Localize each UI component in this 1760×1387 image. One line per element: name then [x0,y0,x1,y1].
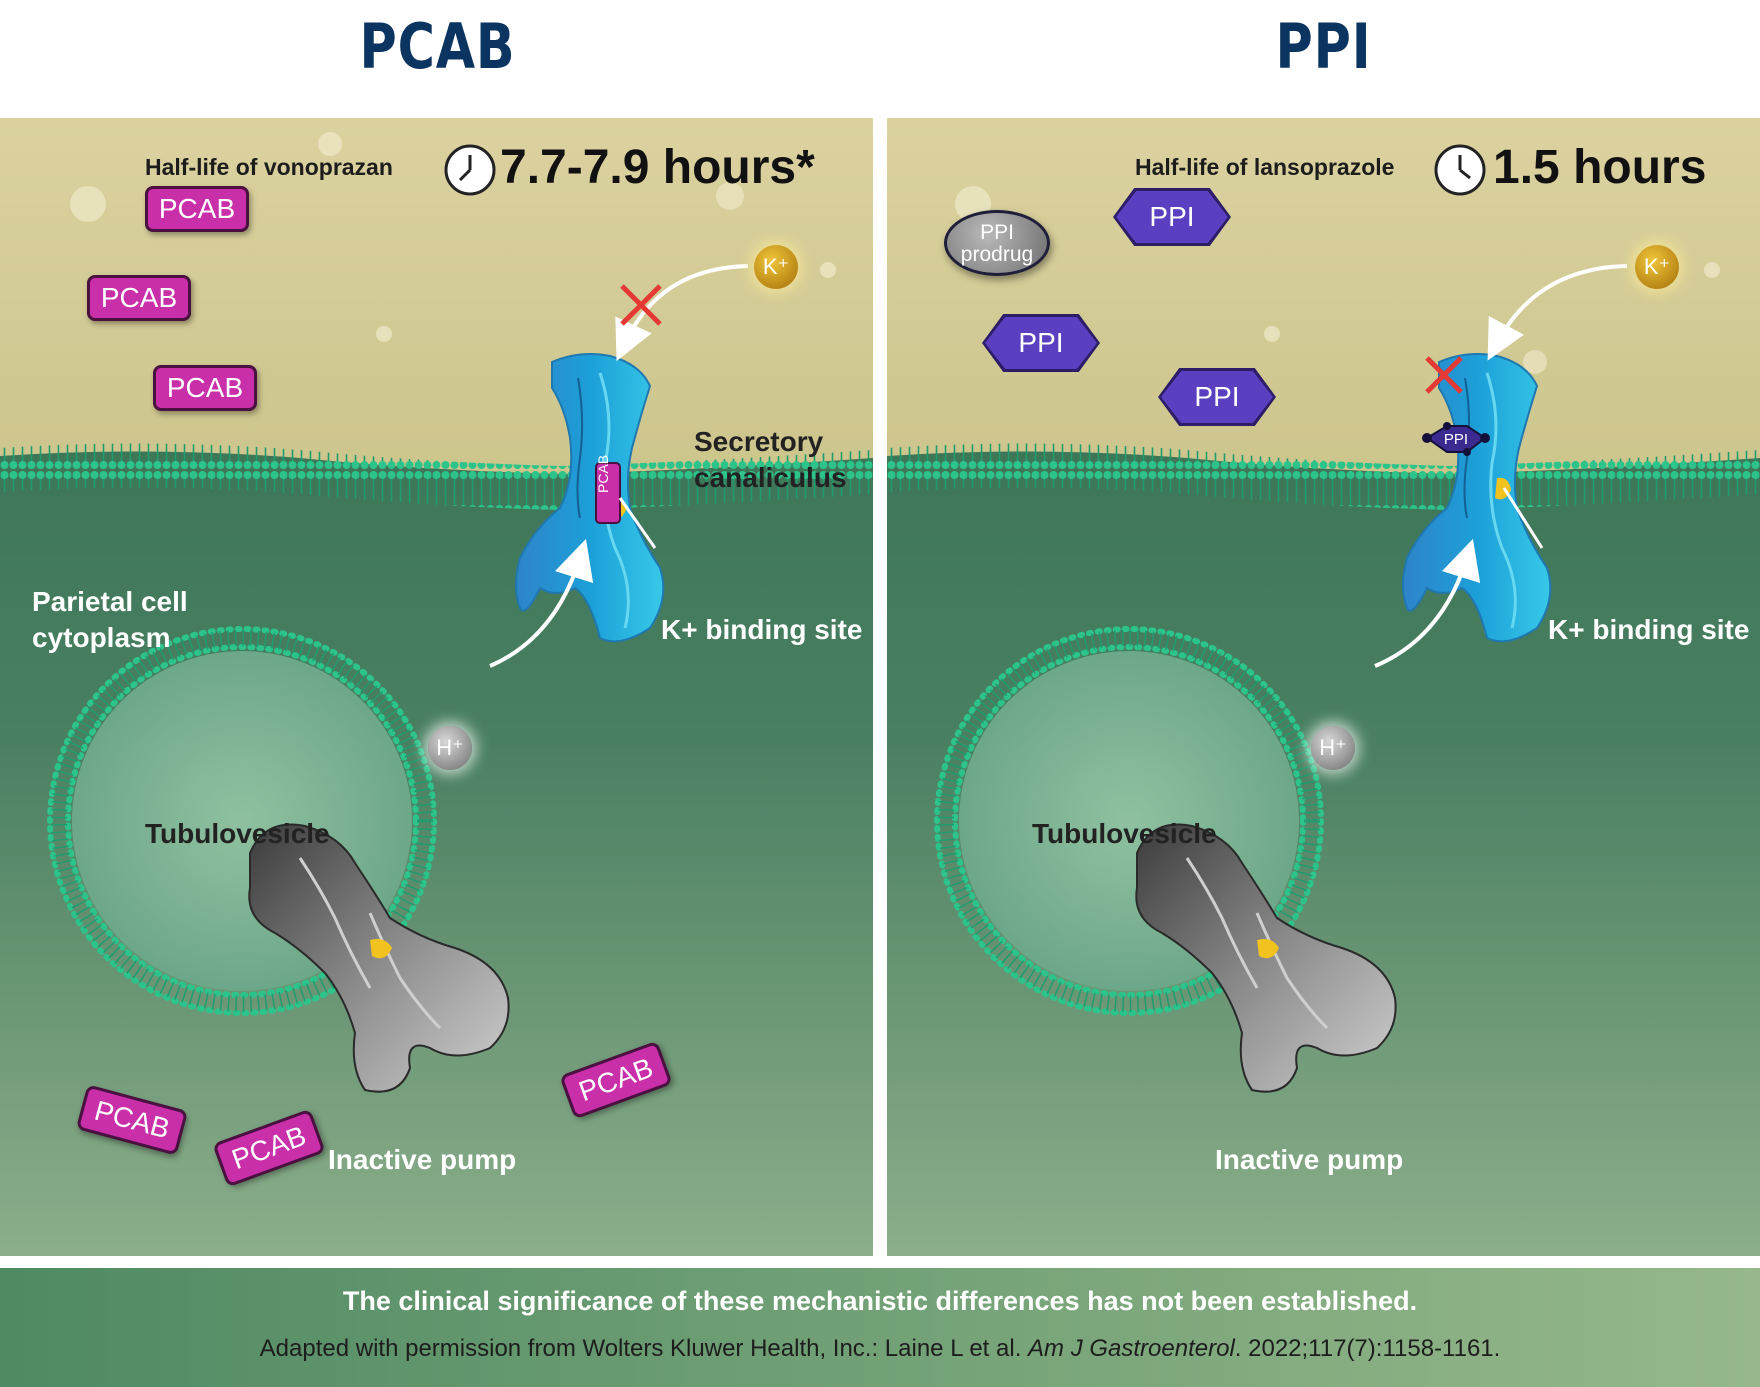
half-life-value: 7.7-7.9 hours* [500,141,815,194]
cell-membrane [0,443,873,511]
half-life-value: 1.5 hours [1493,141,1707,194]
h-arrow-icon [1374,538,1481,668]
inactive-pump-label: Inactive pump [328,1144,517,1175]
k-arrow-icon [615,264,749,362]
binding-pointer [1502,487,1544,549]
k-arrow-icon [1487,264,1628,361]
bubble [716,182,744,210]
h-ion-icon: H⁺ [428,726,472,770]
half-life-label: Half-life of vonoprazan [145,154,393,180]
cell-membrane [887,443,1760,511]
binding-pointer [618,497,657,549]
inactive-pump-label: Inactive pump [1215,1144,1404,1175]
footer-note: The clinical significance of these mecha… [342,1286,1418,1316]
half-life-label: Half-life of lansoprazole [1135,154,1395,180]
bubble [376,326,392,342]
ppi-illustration: PPI [887,118,1760,1256]
pcab-illustration: PCAB [0,118,873,1256]
block-x-icon [620,284,662,326]
bubble [1704,262,1720,278]
bubble [1264,326,1280,342]
bubble [70,186,106,222]
inactive-pump [1135,823,1397,1093]
cytoplasm-label: Parietal cell cytoplasm [32,586,188,653]
secretory-canaliculus-label: Secretory canaliculus [694,426,847,493]
pcab-tag: PCAB [145,186,249,232]
ppi-bound-label: PPI [1444,431,1468,448]
tubulovesicle-label: Tubulovesicle [145,818,330,849]
h-arrow-icon [489,538,594,668]
bubble [318,132,342,156]
pcab-title: PCAB [359,10,516,83]
k-ion-icon: K⁺ [1635,245,1679,289]
block-x-icon [1425,356,1463,394]
k-ion-icon: K⁺ [754,245,798,289]
pcab-panel: PCAB Half-life of vonoprazan 7.7-7.9 hou… [0,118,873,1256]
ppi-molecule: PPI [1113,188,1231,246]
ppi-panel: PPI Half-life of lansoprazole 1.5 hours … [887,118,1760,1256]
pcab-bound-label: PCAB [595,455,611,493]
ppi-molecule: PPI [1158,368,1276,426]
ppi-prodrug: PPI prodrug [944,210,1050,276]
ppi-bound-molecule: PPI [1422,422,1490,456]
bubble [1523,350,1547,374]
clock-icon [1434,144,1486,196]
binding-site-label: K+ binding site [661,614,863,645]
tubulovesicle-label: Tubulovesicle [1032,818,1217,849]
bubble [820,262,836,278]
footer-citation: Adapted with permission from Wolters Klu… [259,1335,1501,1362]
inactive-pump [248,823,510,1093]
ppi-title: PPI [1275,10,1372,83]
pcab-tag: PCAB [153,365,257,411]
footer: The clinical significance of these mecha… [0,1268,1760,1387]
h-ion-icon: H⁺ [1311,726,1355,770]
pcab-bound-tag [595,462,621,524]
clock-icon [444,144,496,196]
proton-pump [1402,353,1552,643]
ppi-molecule: PPI [982,314,1100,372]
binding-site-label: K+ binding site [1548,614,1750,645]
pcab-tag: PCAB [87,275,191,321]
